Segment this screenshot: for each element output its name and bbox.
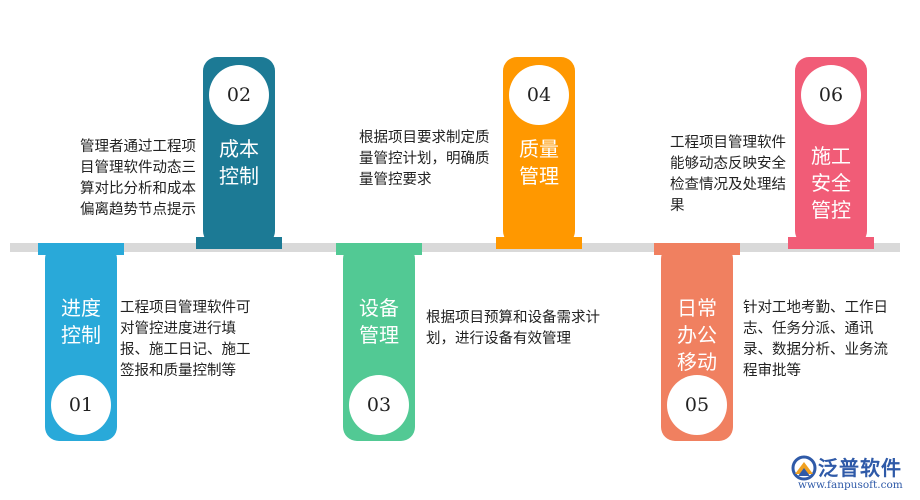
step-01-description: 工程项目管理软件可对管控进度进行填报、施工日记、施工签报和质量控制等 xyxy=(120,300,251,379)
step-06-title: 施工 安全 管控 xyxy=(811,144,851,222)
logo-name: 泛普软件 xyxy=(818,456,902,480)
step-06-number-badge: 06 xyxy=(801,65,861,125)
step-02-number-badge: 02 xyxy=(209,65,269,125)
step-06-card: 06 施工 安全 管控 xyxy=(795,57,867,245)
step-06-description: 工程项目管理软件能够动态反映安全检查情况及处理结果 xyxy=(670,135,786,214)
step-05-description: 针对工地考勤、工作日志、任务分派、通讯录、数据分析、业务流程审批等 xyxy=(743,300,888,379)
step-01-number-badge: 01 xyxy=(51,375,111,435)
step-03-card: 设备 管理 03 xyxy=(343,245,415,441)
logo-url: www.fanpusoft.com xyxy=(798,479,903,491)
step-01-title: 进度 控制 xyxy=(61,296,101,347)
step-02-title: 成本 控制 xyxy=(219,137,259,188)
step-02-card: 02 成本 控制 xyxy=(203,57,275,245)
fanpu-logo-icon xyxy=(791,455,817,481)
timeline-bar xyxy=(10,243,900,252)
step-04-description: 根据项目要求制定质量管控计划，明确质量管控要求 xyxy=(359,130,490,188)
step-04-number-badge: 04 xyxy=(509,65,569,125)
step-04-card: 04 质量 管理 xyxy=(503,57,575,245)
step-04-title: 质量 管理 xyxy=(519,137,559,188)
brand-logo: 泛普软件 www.fanpusoft.com xyxy=(790,452,915,494)
step-04-flange xyxy=(496,237,582,249)
step-05-card: 日常 办公 移动 05 xyxy=(661,245,733,441)
step-01-card: 进度 控制 01 xyxy=(45,245,117,441)
step-05-title: 日常 办公 移动 xyxy=(677,296,717,374)
step-02-description: 管理者通过工程项目管理软件动态三算对比分析和成本偏离趋势节点提示 xyxy=(80,139,196,218)
step-06-flange xyxy=(788,237,874,249)
step-05-number-badge: 05 xyxy=(667,375,727,435)
step-03-description: 根据项目预算和设备需求计划，进行设备有效管理 xyxy=(426,310,600,347)
step-02-flange xyxy=(196,237,282,249)
step-03-title: 设备 管理 xyxy=(359,296,399,347)
step-03-number-badge: 03 xyxy=(349,375,409,435)
